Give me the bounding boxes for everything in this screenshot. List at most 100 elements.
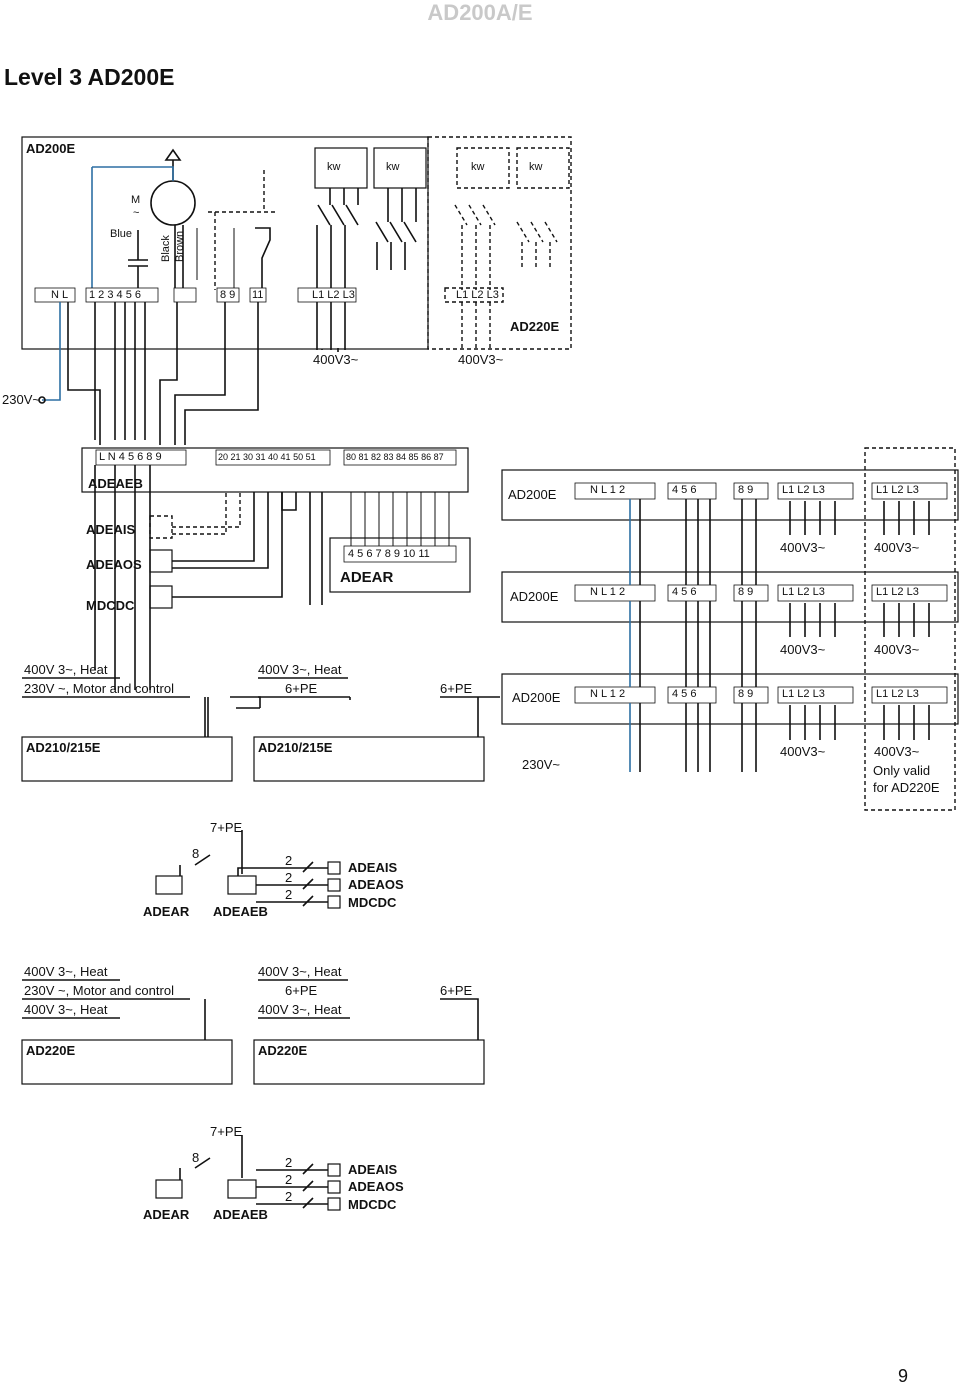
sub2-adeais: ADEAIS xyxy=(348,1162,398,1177)
r-400v-6: 400V3~ xyxy=(874,744,920,759)
wire-brown-label: Brown xyxy=(174,230,186,262)
adeaos-connector xyxy=(149,549,173,573)
term-c: 8 9 xyxy=(220,289,236,301)
s2-heat2: 400V 3~, Heat xyxy=(258,964,342,979)
sub2-adeaeb: ADEAEB xyxy=(213,1207,268,1222)
strip-b xyxy=(215,449,331,466)
sub2-pe: 7+PE xyxy=(210,1124,243,1139)
r2-terms1: N L 1 2 xyxy=(590,586,626,598)
strip-c xyxy=(343,449,457,466)
r2-terms2: 4 5 6 xyxy=(672,586,697,598)
sub1-adeaeb-box xyxy=(227,875,257,895)
s1-unit2: AD210/215E xyxy=(258,740,333,755)
mdcdc-connector xyxy=(149,585,173,609)
right-unit-3-label: AD200E xyxy=(512,690,561,705)
sub2-mdcdc: MDCDC xyxy=(348,1197,397,1212)
sub1-n2a: 2 xyxy=(285,853,293,868)
s2-heat3: 400V 3~, Heat xyxy=(258,1002,342,1017)
mdcdc-label: MDCDC xyxy=(86,598,135,613)
adeaeb-label: ADEAEB xyxy=(88,476,143,491)
r1-terms4: L1 L2 L3 xyxy=(782,484,825,496)
kw-box-3 xyxy=(456,147,510,189)
only-valid-1: Only valid xyxy=(873,763,931,778)
strip-c-label: 80 81 82 83 84 85 86 87 xyxy=(346,452,444,462)
r3-terms5: L1 L2 L3 xyxy=(876,688,919,700)
s2-pe2: 6+PE xyxy=(440,983,473,998)
r-400v-2: 400V3~ xyxy=(874,540,920,555)
sub2-adeaeb-box xyxy=(227,1179,257,1199)
ad220e-label: AD220E xyxy=(510,319,560,334)
sub1-mdcdc: MDCDC xyxy=(348,895,397,910)
sub1-n2b: 2 xyxy=(285,870,293,885)
sub1-pe: 7+PE xyxy=(210,820,243,835)
sub1-adeaeb: ADEAEB xyxy=(213,904,268,919)
s2-motor: 230V ~, Motor and control xyxy=(24,983,174,998)
kw-label-4: kw xyxy=(529,161,543,173)
wire-blue xyxy=(92,166,174,181)
sub2-adear-box xyxy=(155,1179,183,1199)
s2-heat-b: 400V 3~, Heat xyxy=(24,1002,108,1017)
sub2-n2c: 2 xyxy=(285,1189,293,1204)
term-f: L1 L2 L3 xyxy=(456,289,499,301)
ad220e-enclosure xyxy=(427,136,572,350)
s2-unit2: AD220E xyxy=(258,1043,308,1058)
capacitor xyxy=(128,230,148,290)
top-400v-a: 400V3~ xyxy=(313,352,359,367)
s2-heat: 400V 3~, Heat xyxy=(24,964,108,979)
r2-terms5: L1 L2 L3 xyxy=(876,586,919,598)
adear-terms: 4 5 6 7 8 9 10 11 xyxy=(348,548,430,560)
r-230v: 230V~ xyxy=(522,757,560,772)
term-b: 1 2 3 4 5 6 xyxy=(89,289,141,301)
sub2-adeaos: ADEAOS xyxy=(348,1179,404,1194)
r1-terms2: 4 5 6 xyxy=(672,484,697,496)
ad220-unit-1 xyxy=(21,1039,233,1085)
adeais-label: ADEAIS xyxy=(86,522,136,537)
r2-terms4: L1 L2 L3 xyxy=(782,586,825,598)
sub2-n2b: 2 xyxy=(285,1172,293,1187)
sub1-adeaos: ADEAOS xyxy=(348,877,404,892)
term-e: L1 L2 L3 xyxy=(312,289,355,301)
wire-black-label: Black xyxy=(160,235,172,262)
top-230v: 230V~ xyxy=(2,392,40,407)
s1-pe2: 6+PE xyxy=(440,681,473,696)
contactors xyxy=(316,188,417,290)
sub2-n8: 8 xyxy=(192,1150,200,1165)
wire-blue-label: Blue xyxy=(110,228,133,240)
ad220-unit-2 xyxy=(253,1039,485,1085)
contactors-ad220e xyxy=(454,204,558,290)
s1-unit1: AD210/215E xyxy=(26,740,101,755)
s1-heat: 400V 3~, Heat xyxy=(24,662,108,677)
r3-terms1: N L 1 2 xyxy=(590,688,626,700)
sub1-n2c: 2 xyxy=(285,887,293,902)
top-terminal-strip xyxy=(34,287,504,303)
relay-switch xyxy=(255,227,271,290)
term-d: 11 xyxy=(252,289,264,301)
sub2-adear: ADEAR xyxy=(143,1207,190,1222)
r1-terms1: N L 1 2 xyxy=(590,484,626,496)
right-unit-1-label: AD200E xyxy=(508,487,557,502)
sub1-adear-box xyxy=(155,875,183,895)
s2-unit1: AD220E xyxy=(26,1043,76,1058)
page-number: 9 xyxy=(897,1366,908,1386)
s1-heat2: 400V 3~, Heat xyxy=(258,662,342,677)
sub1-n8: 8 xyxy=(192,846,200,861)
kw-box-4 xyxy=(516,147,570,189)
sub1-adear: ADEAR xyxy=(143,904,190,919)
kw-label-3: kw xyxy=(471,161,485,173)
r3-terms3: 8 9 xyxy=(738,688,754,700)
document-header: AD200A/E xyxy=(427,0,533,25)
strip-a xyxy=(95,449,187,466)
right-terminal-strips xyxy=(574,482,948,704)
r-400v-1: 400V3~ xyxy=(780,540,826,555)
kw-box-2 xyxy=(373,147,427,189)
s1-motor: 230V ~, Motor and control xyxy=(24,681,174,696)
adeaos-label: ADEAOS xyxy=(86,557,142,572)
kw-label-2: kw xyxy=(386,161,400,173)
ad210-unit-2 xyxy=(253,736,485,782)
strip-a-label: L N 4 5 6 8 9 xyxy=(99,451,162,463)
kw-box-1 xyxy=(314,147,368,189)
ad220e-region xyxy=(864,447,956,811)
r3-terms2: 4 5 6 xyxy=(672,688,697,700)
sub1-adeais: ADEAIS xyxy=(348,860,398,875)
r2-terms3: 8 9 xyxy=(738,586,754,598)
